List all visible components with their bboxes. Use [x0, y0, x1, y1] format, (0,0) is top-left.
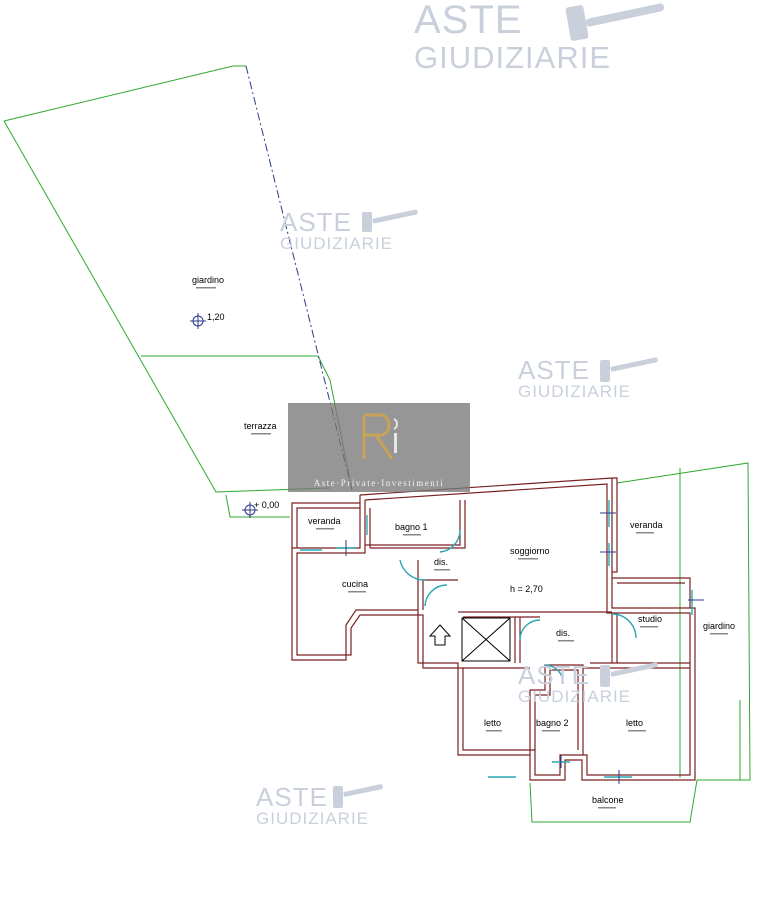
- gavel-icon: [600, 357, 658, 382]
- room-label-dis-mid: dis.: [556, 628, 570, 638]
- room-label-balcone: balcone: [592, 795, 624, 805]
- watermark-line2: GIUDIZIARIE: [256, 809, 370, 828]
- area-notes: [196, 287, 728, 809]
- stairwell: [461, 617, 511, 662]
- watermark-line1: ASTE: [256, 782, 328, 812]
- gavel-icon: [565, 3, 665, 41]
- room-label-veranda-left: veranda: [308, 516, 341, 526]
- logo-mark-icon: [362, 413, 398, 460]
- level-garden: 1,20: [207, 312, 225, 322]
- logo-text: Aste·Private·Investimenti: [313, 478, 445, 488]
- room-label-cucina: cucina: [342, 579, 368, 589]
- doors-windows: [300, 500, 693, 778]
- watermark-lower: ASTE GIUDIZIARIE: [518, 662, 631, 705]
- level-terrace: + 0,00: [254, 500, 279, 510]
- watermark-line1: ASTE: [414, 0, 523, 42]
- room-label-bagno1: bagno 1: [395, 522, 428, 532]
- gavel-icon: [600, 662, 658, 687]
- room-label-letto-right: letto: [626, 718, 643, 728]
- door-ticks: [345, 512, 704, 784]
- gavel-icon: [362, 209, 418, 232]
- watermark-line2: GIUDIZIARIE: [414, 40, 612, 75]
- gavel-icon: [333, 784, 383, 808]
- room-label-giardino-right: giardino: [703, 621, 735, 631]
- watermark-line2: GIUDIZIARIE: [280, 234, 394, 253]
- room-label-terrazza: terrazza: [244, 421, 277, 431]
- room-label-letto-left: letto: [484, 718, 501, 728]
- room-label-soggiorno: soggiorno: [510, 546, 550, 556]
- watermark-line1: ASTE: [518, 660, 590, 690]
- watermark-bottom: ASTE GIUDIZIARIE: [256, 784, 369, 827]
- watermark-mid: ASTE GIUDIZIARIE: [518, 357, 631, 400]
- room-label-studio: studio: [638, 614, 662, 624]
- room-height: h = 2,70: [510, 584, 543, 594]
- watermark-line2: GIUDIZIARIE: [518, 687, 632, 706]
- watermark-line1: ASTE: [518, 355, 590, 385]
- room-label-veranda-right: veranda: [630, 520, 663, 530]
- logo-box: Aste·Private·Investimenti: [288, 403, 470, 492]
- room-label-giardino-top: giardino: [192, 275, 224, 285]
- watermark-upper: ASTE GIUDIZIARIE: [280, 209, 393, 252]
- watermark-top: ASTE GIUDIZIARIE: [414, 0, 611, 73]
- room-label-dis-top: dis.: [434, 557, 448, 567]
- entrance-arrow-icon: [428, 624, 452, 646]
- watermark-line2: GIUDIZIARIE: [518, 382, 632, 401]
- watermark-line1: ASTE: [280, 207, 352, 237]
- level-marker-icon: [190, 313, 258, 518]
- room-label-bagno2: bagno 2: [536, 718, 569, 728]
